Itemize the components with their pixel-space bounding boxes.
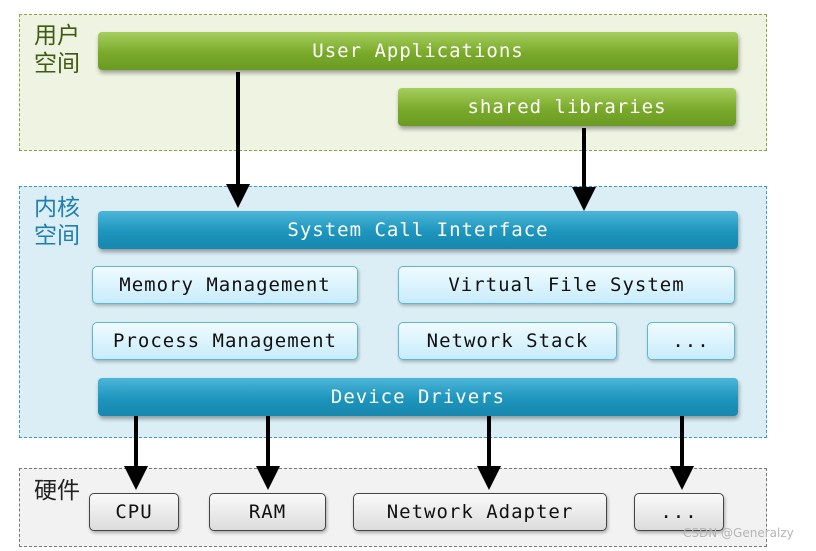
user-space-label: 用户 空间: [34, 23, 80, 77]
shared-libraries-box: shared libraries: [398, 88, 736, 126]
watermark: CSDN @Generalzy: [683, 526, 794, 540]
virtual-file-system-box: Virtual File System: [398, 266, 735, 304]
device-drivers-box: Device Drivers: [98, 378, 738, 416]
system-call-interface-box: System Call Interface: [98, 211, 738, 249]
memory-management-box: Memory Management: [92, 266, 358, 304]
network-stack-box: Network Stack: [398, 322, 617, 360]
kernel-more-box: ...: [647, 322, 735, 360]
cpu-box: CPU: [89, 493, 179, 531]
hardware-more-box: ...: [634, 493, 724, 531]
network-adapter-box: Network Adapter: [353, 493, 607, 531]
process-management-box: Process Management: [92, 322, 358, 360]
hardware-label: 硬件: [34, 478, 80, 504]
kernel-space-label: 内核 空间: [34, 195, 80, 249]
user-applications-box: User Applications: [98, 32, 738, 70]
ram-box: RAM: [209, 493, 326, 531]
